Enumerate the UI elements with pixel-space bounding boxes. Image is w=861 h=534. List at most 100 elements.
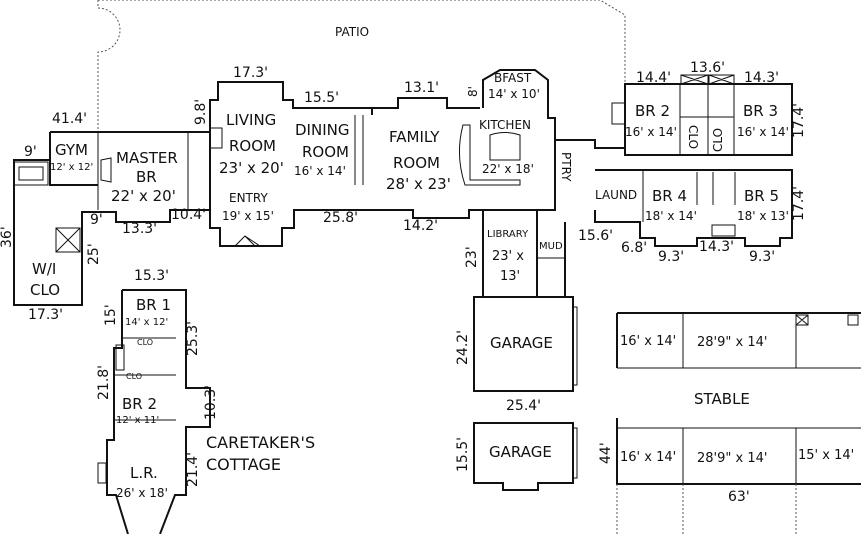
cottage-closet-2: CLO bbox=[126, 372, 143, 381]
dining-wall-inner bbox=[354, 115, 364, 185]
room-name-br3: BR 3 bbox=[743, 102, 779, 120]
room-size-family: 28' x 23' bbox=[386, 175, 451, 193]
garage-2-wall bbox=[473, 422, 574, 491]
stable-dim-44: 44' bbox=[598, 442, 614, 464]
cottage-title-2: COTTAGE bbox=[206, 455, 281, 474]
dim-14-2: 14.2' bbox=[403, 218, 439, 234]
room-name-garage-1: GARAGE bbox=[490, 334, 553, 352]
br-closet-walls bbox=[679, 84, 735, 155]
room-name-mud: MUD bbox=[539, 241, 563, 252]
room-size-br3: 16' x 14' bbox=[737, 125, 789, 139]
dim-17-4-a: 17.4' bbox=[791, 102, 807, 138]
room-size-br4: 18' x 14' bbox=[645, 209, 697, 223]
cottage-dim-10-3: 10.3' bbox=[203, 384, 219, 420]
room-name-family-1: FAMILY bbox=[389, 128, 440, 146]
library-wall bbox=[482, 210, 566, 297]
stable-stall-top-2: 28'9" x 14' bbox=[697, 335, 768, 350]
closet-label-br2: CLO bbox=[686, 125, 700, 150]
room-name-ptry: PTRY bbox=[559, 152, 573, 182]
room-size-master-br: 22' x 20' bbox=[111, 187, 176, 205]
fireplace-br2 bbox=[611, 102, 626, 125]
entry-wall bbox=[209, 209, 482, 247]
dim-36: 36' bbox=[0, 226, 15, 248]
stable-tack-fixtures bbox=[795, 314, 859, 326]
entry-door bbox=[234, 235, 261, 247]
room-size-br5: 18' x 13' bbox=[737, 209, 789, 223]
dim-41-4: 41.4' bbox=[52, 111, 88, 127]
room-size-br2: 16' x 14' bbox=[625, 125, 677, 139]
cottage-title-1: CARETAKER'S bbox=[206, 433, 316, 452]
dim-9-8: 9.8' bbox=[193, 98, 209, 125]
br4-br5-closets bbox=[696, 172, 736, 205]
cottage-dim-21-4: 21.4' bbox=[185, 451, 201, 487]
stable-title: STABLE bbox=[694, 390, 750, 408]
dim-15-5-garage: 15.5' bbox=[455, 436, 471, 472]
cottage-closet-1: CLO bbox=[137, 338, 154, 347]
cottage-dim-25-3: 25.3' bbox=[185, 320, 201, 356]
family-room-wall bbox=[371, 97, 480, 115]
cottage-wall bbox=[106, 289, 211, 534]
dim-17-3-top: 17.3' bbox=[233, 65, 269, 81]
br-bath-tub bbox=[711, 224, 736, 237]
br-closet-top bbox=[680, 74, 735, 85]
dim-9-top: 9' bbox=[24, 144, 37, 160]
stable-stall-top-1: 16' x 14' bbox=[620, 334, 677, 349]
stable-stall-bottom-1: 16' x 14' bbox=[620, 450, 677, 465]
patio-label: PATIO bbox=[335, 25, 370, 39]
dim-14-4: 14.4' bbox=[636, 70, 672, 86]
room-name-laund: LAUND bbox=[595, 188, 638, 202]
garage-1-door bbox=[573, 306, 578, 386]
room-name-master-br-2: BR bbox=[136, 168, 157, 186]
stable-stall-bottom-2: 28'9" x 14' bbox=[697, 451, 768, 466]
cottage-room-size-br1: 14' x 12' bbox=[125, 317, 169, 328]
dim-6-8: 6.8' bbox=[621, 240, 648, 256]
gym-wall bbox=[49, 132, 98, 186]
room-name-entry: ENTRY bbox=[229, 191, 268, 205]
fireplace-living bbox=[209, 127, 223, 149]
room-size-living: 23' x 20' bbox=[219, 159, 284, 177]
room-name-br5: BR 5 bbox=[744, 187, 780, 205]
room-name-gym: GYM bbox=[55, 141, 88, 159]
room-name-wi-clo-2: CLO bbox=[30, 281, 61, 299]
room-name-library: LIBRARY bbox=[487, 229, 529, 240]
cottage-tub bbox=[115, 344, 125, 371]
dim-9-3-a: 9.3' bbox=[658, 249, 685, 265]
laund-wall bbox=[595, 169, 644, 222]
room-size-library-1: 23' x bbox=[492, 249, 524, 264]
cottage-fireplace bbox=[97, 462, 107, 484]
dim-9-3-b: 9.3' bbox=[749, 249, 776, 265]
dim-24-2: 24.2' bbox=[455, 329, 471, 365]
dim-15-6: 15.6' bbox=[578, 228, 614, 244]
br2-br3-wall bbox=[624, 83, 793, 156]
room-size-entry: 19' x 15' bbox=[222, 209, 274, 223]
stable-paddock-lines bbox=[616, 484, 797, 534]
stable-bottom-stalls bbox=[617, 427, 861, 484]
room-size-library-2: 13' bbox=[500, 269, 521, 284]
dim-17-4-b: 17.4' bbox=[791, 185, 807, 221]
cottage-dim-15: 15' bbox=[103, 304, 119, 326]
dim-25-4: 25.4' bbox=[506, 398, 542, 414]
room-name-master-br-1: MASTER bbox=[116, 149, 178, 167]
dim-17-3-bottom: 17.3' bbox=[28, 307, 64, 323]
dim-15-5: 15.5' bbox=[304, 90, 340, 106]
kitchen-counter bbox=[459, 124, 521, 186]
bfast-wall bbox=[482, 69, 549, 108]
room-name-living-2: ROOM bbox=[229, 137, 276, 155]
stable-dim-63: 63' bbox=[728, 489, 750, 505]
cottage-dim-15-3: 15.3' bbox=[134, 268, 170, 284]
dim-10-4: 10.4' bbox=[171, 207, 207, 223]
master-br-inner bbox=[97, 132, 189, 210]
cottage-room-size-lr: 26' x 18' bbox=[116, 486, 168, 500]
living-room-wall bbox=[209, 81, 373, 132]
tub bbox=[13, 161, 49, 186]
room-name-bfast: BFAST bbox=[494, 71, 532, 85]
room-size-bfast: 14' x 10' bbox=[488, 87, 540, 101]
room-size-gym: 12' x 12' bbox=[50, 162, 94, 173]
dim-25: 25' bbox=[86, 243, 102, 265]
closet-label-br3: CLO bbox=[711, 127, 725, 152]
room-name-wi-clo-1: W/I bbox=[32, 260, 57, 278]
room-size-dining: 16' x 14' bbox=[294, 164, 346, 178]
dim-13-6: 13.6' bbox=[690, 60, 726, 76]
stable-top-wall bbox=[616, 312, 861, 368]
